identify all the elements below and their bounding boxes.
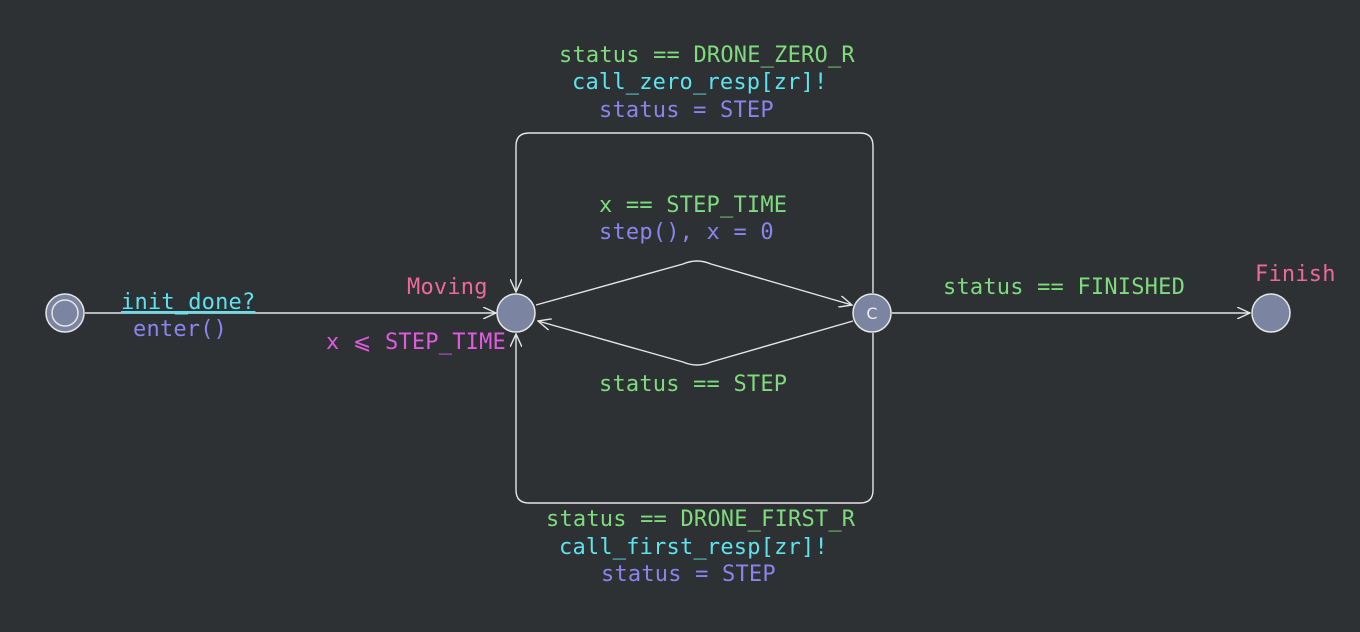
update-status-step-zero: status = STEP	[599, 98, 774, 123]
update-enter: enter()	[133, 317, 227, 342]
guard-finished: status == FINISHED	[943, 275, 1185, 300]
edge-first-resp-loop[interactable]	[516, 333, 874, 504]
guard-status-step: status == STEP	[599, 372, 787, 397]
initial-marker-icon	[51, 299, 79, 327]
location-initial[interactable]	[45, 293, 85, 333]
edge-zero-resp-loop[interactable]	[516, 132, 874, 293]
location-finish[interactable]	[1251, 293, 1291, 333]
sync-call-first-resp: call_first_resp[zr]!	[559, 535, 828, 560]
guard-drone-zero-r: status == DRONE_ZERO_R	[559, 43, 855, 68]
update-step: step(), x = 0	[599, 220, 774, 245]
invariant-moving: x ⩽ STEP_TIME	[326, 330, 506, 355]
committed-mark: C	[866, 304, 877, 323]
location-moving[interactable]	[496, 293, 536, 333]
sync-call-zero-resp: call_zero_resp[zr]!	[572, 70, 827, 95]
guard-step-time: x == STEP_TIME	[599, 193, 787, 218]
guard-drone-first-r: status == DRONE_FIRST_R	[546, 507, 856, 532]
edge-moving-to-committed[interactable]	[535, 260, 852, 305]
sync-init-done: init_done?	[121, 290, 255, 315]
edge-committed-to-moving[interactable]	[538, 321, 854, 366]
location-committed[interactable]: C	[852, 293, 892, 333]
location-name-moving: Moving	[407, 275, 488, 300]
location-name-finish: Finish	[1255, 262, 1336, 287]
update-status-step-first: status = STEP	[601, 562, 776, 587]
